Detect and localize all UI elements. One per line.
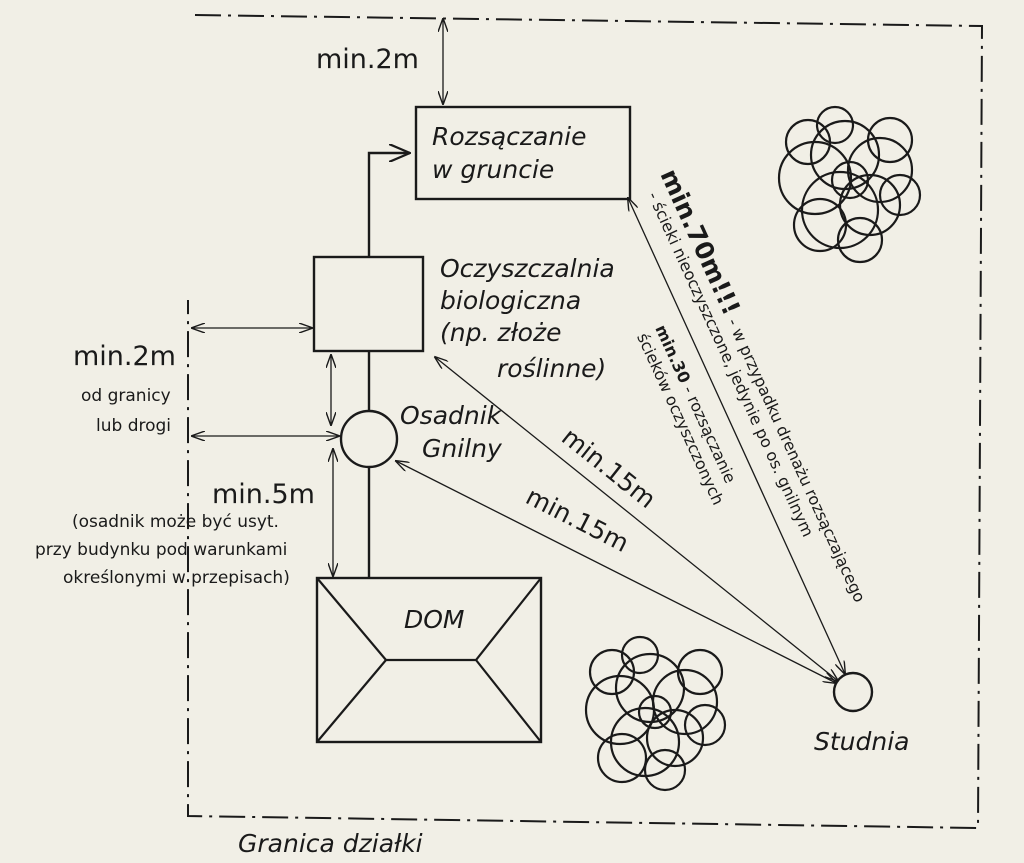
- tree-canopy-icon: [777, 105, 922, 264]
- septic-tank-circle: [339, 409, 399, 469]
- septic-tank-label-1: Osadnik: [400, 401, 503, 430]
- sewage-pipe: [367, 153, 410, 578]
- treatment-plant-label-3: (np. złoże: [440, 318, 561, 347]
- treatment-plant-label-4: roślinne): [497, 354, 606, 383]
- plot-boundary-label: Granica działki: [238, 829, 423, 858]
- treatment-plant-box: [312, 255, 425, 353]
- treatment-plant-label-2: biologiczna: [440, 286, 581, 315]
- house-distance-label: min.5m: [212, 479, 315, 510]
- side-margin-label: min.2m: [73, 341, 176, 372]
- plot-boundary-line: [187, 14, 984, 830]
- house-note-1: (osadnik może być usyt.: [72, 512, 279, 532]
- septic-tank-label-2: Gnilny: [422, 434, 503, 463]
- tank-to-well-label: min.15m: [521, 482, 633, 558]
- treatment-plant-label-1: Oczyszczalnia: [440, 254, 615, 283]
- untreated-rest: - w przypadku drenażu rozsączającego: [721, 311, 869, 606]
- well-label: Studnia: [814, 727, 910, 756]
- well-circle: [832, 671, 874, 713]
- side-margin-note-2: lub drogi: [96, 416, 171, 436]
- house-note-3: określonymi w przepisach): [63, 568, 290, 588]
- top-margin-label: min.2m: [316, 44, 419, 75]
- side-margin-note-1: od granicy: [81, 386, 171, 406]
- infiltration-to-well-arrow: [628, 198, 845, 674]
- house-note-2: przy budynku pod warunkami: [35, 540, 287, 560]
- house-shape: [315, 576, 543, 744]
- tree-canopy-icon: [584, 635, 727, 792]
- infiltration-box: [414, 105, 632, 201]
- infiltration-label-2: w gruncie: [432, 155, 554, 184]
- house-label: DOM: [404, 605, 465, 634]
- infiltration-label-1: Rozsączanie: [432, 122, 587, 151]
